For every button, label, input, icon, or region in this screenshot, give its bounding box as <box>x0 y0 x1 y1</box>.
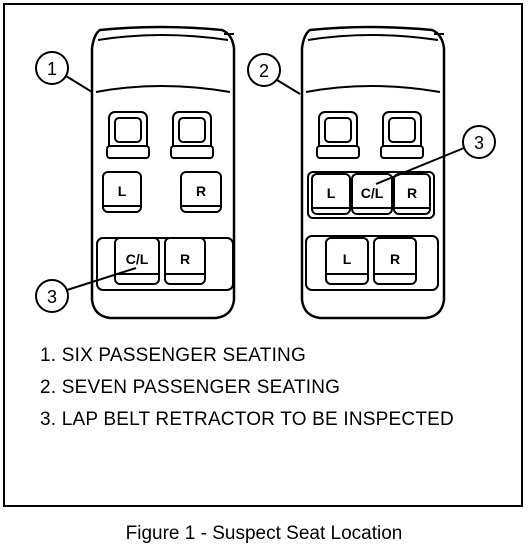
leader-line <box>65 75 93 93</box>
seat-row2-right: R <box>393 173 431 215</box>
callout-circle <box>35 279 69 313</box>
figure-caption: Figure 1 - Suspect Seat Location <box>125 523 403 544</box>
callout-circle <box>462 125 496 159</box>
leader-line <box>276 79 301 95</box>
callout-number: 1 <box>47 59 57 79</box>
front-seat-left <box>316 111 360 159</box>
callout-number: 2 <box>259 61 269 81</box>
legend-item: 1. SIX PASSENGER SEATING <box>40 345 306 366</box>
seat-row2-right: R <box>180 171 222 213</box>
callout-number: 3 <box>474 133 484 153</box>
dashboard <box>95 85 231 93</box>
seat-label: C/L <box>361 185 384 201</box>
front-seat-right <box>380 111 424 159</box>
windshield <box>97 34 229 41</box>
callout-number: 3 <box>47 287 57 307</box>
seat-row3-center-lap: C/L <box>114 237 160 285</box>
seat-row3-right: R <box>373 237 417 285</box>
seat-label: R <box>390 251 400 267</box>
van-six-passenger: L R C/L R 1 3 <box>35 25 236 320</box>
legend-list: 1. SIX PASSENGER SEATING 2. SEVEN PASSEN… <box>40 345 454 441</box>
dashboard <box>305 85 441 93</box>
seating-diagram: L R C/L R 1 3 <box>35 25 496 320</box>
seat-label: R <box>196 183 206 199</box>
seat-row3-left: L <box>325 237 369 285</box>
seat-label: R <box>407 185 417 201</box>
leader-line <box>66 267 137 291</box>
seat-label: L <box>118 183 127 199</box>
seat-label: L <box>327 185 336 201</box>
seat-label: L <box>343 251 352 267</box>
front-seat-right <box>170 111 214 159</box>
leader-line <box>375 147 465 185</box>
seat-label: C/L <box>126 251 149 267</box>
seat-row3-right: R <box>164 237 206 285</box>
legend-item: 2. SEVEN PASSENGER SEATING <box>40 377 341 398</box>
seat-row2-center-lap: C/L <box>351 173 393 215</box>
callout-circle <box>247 53 281 87</box>
seat-row2-left: L <box>102 171 142 213</box>
seat-label: R <box>180 251 190 267</box>
legend-item: 3. LAP BELT RETRACTOR TO BE INSPECTED <box>40 409 454 430</box>
callout-circle <box>35 51 69 85</box>
windshield <box>307 34 439 41</box>
seat-row2-left: L <box>311 173 351 215</box>
figure-frame <box>3 3 523 507</box>
van-seven-passenger: L C/L R L R 2 3 <box>247 25 496 320</box>
front-seat-left <box>106 111 150 159</box>
